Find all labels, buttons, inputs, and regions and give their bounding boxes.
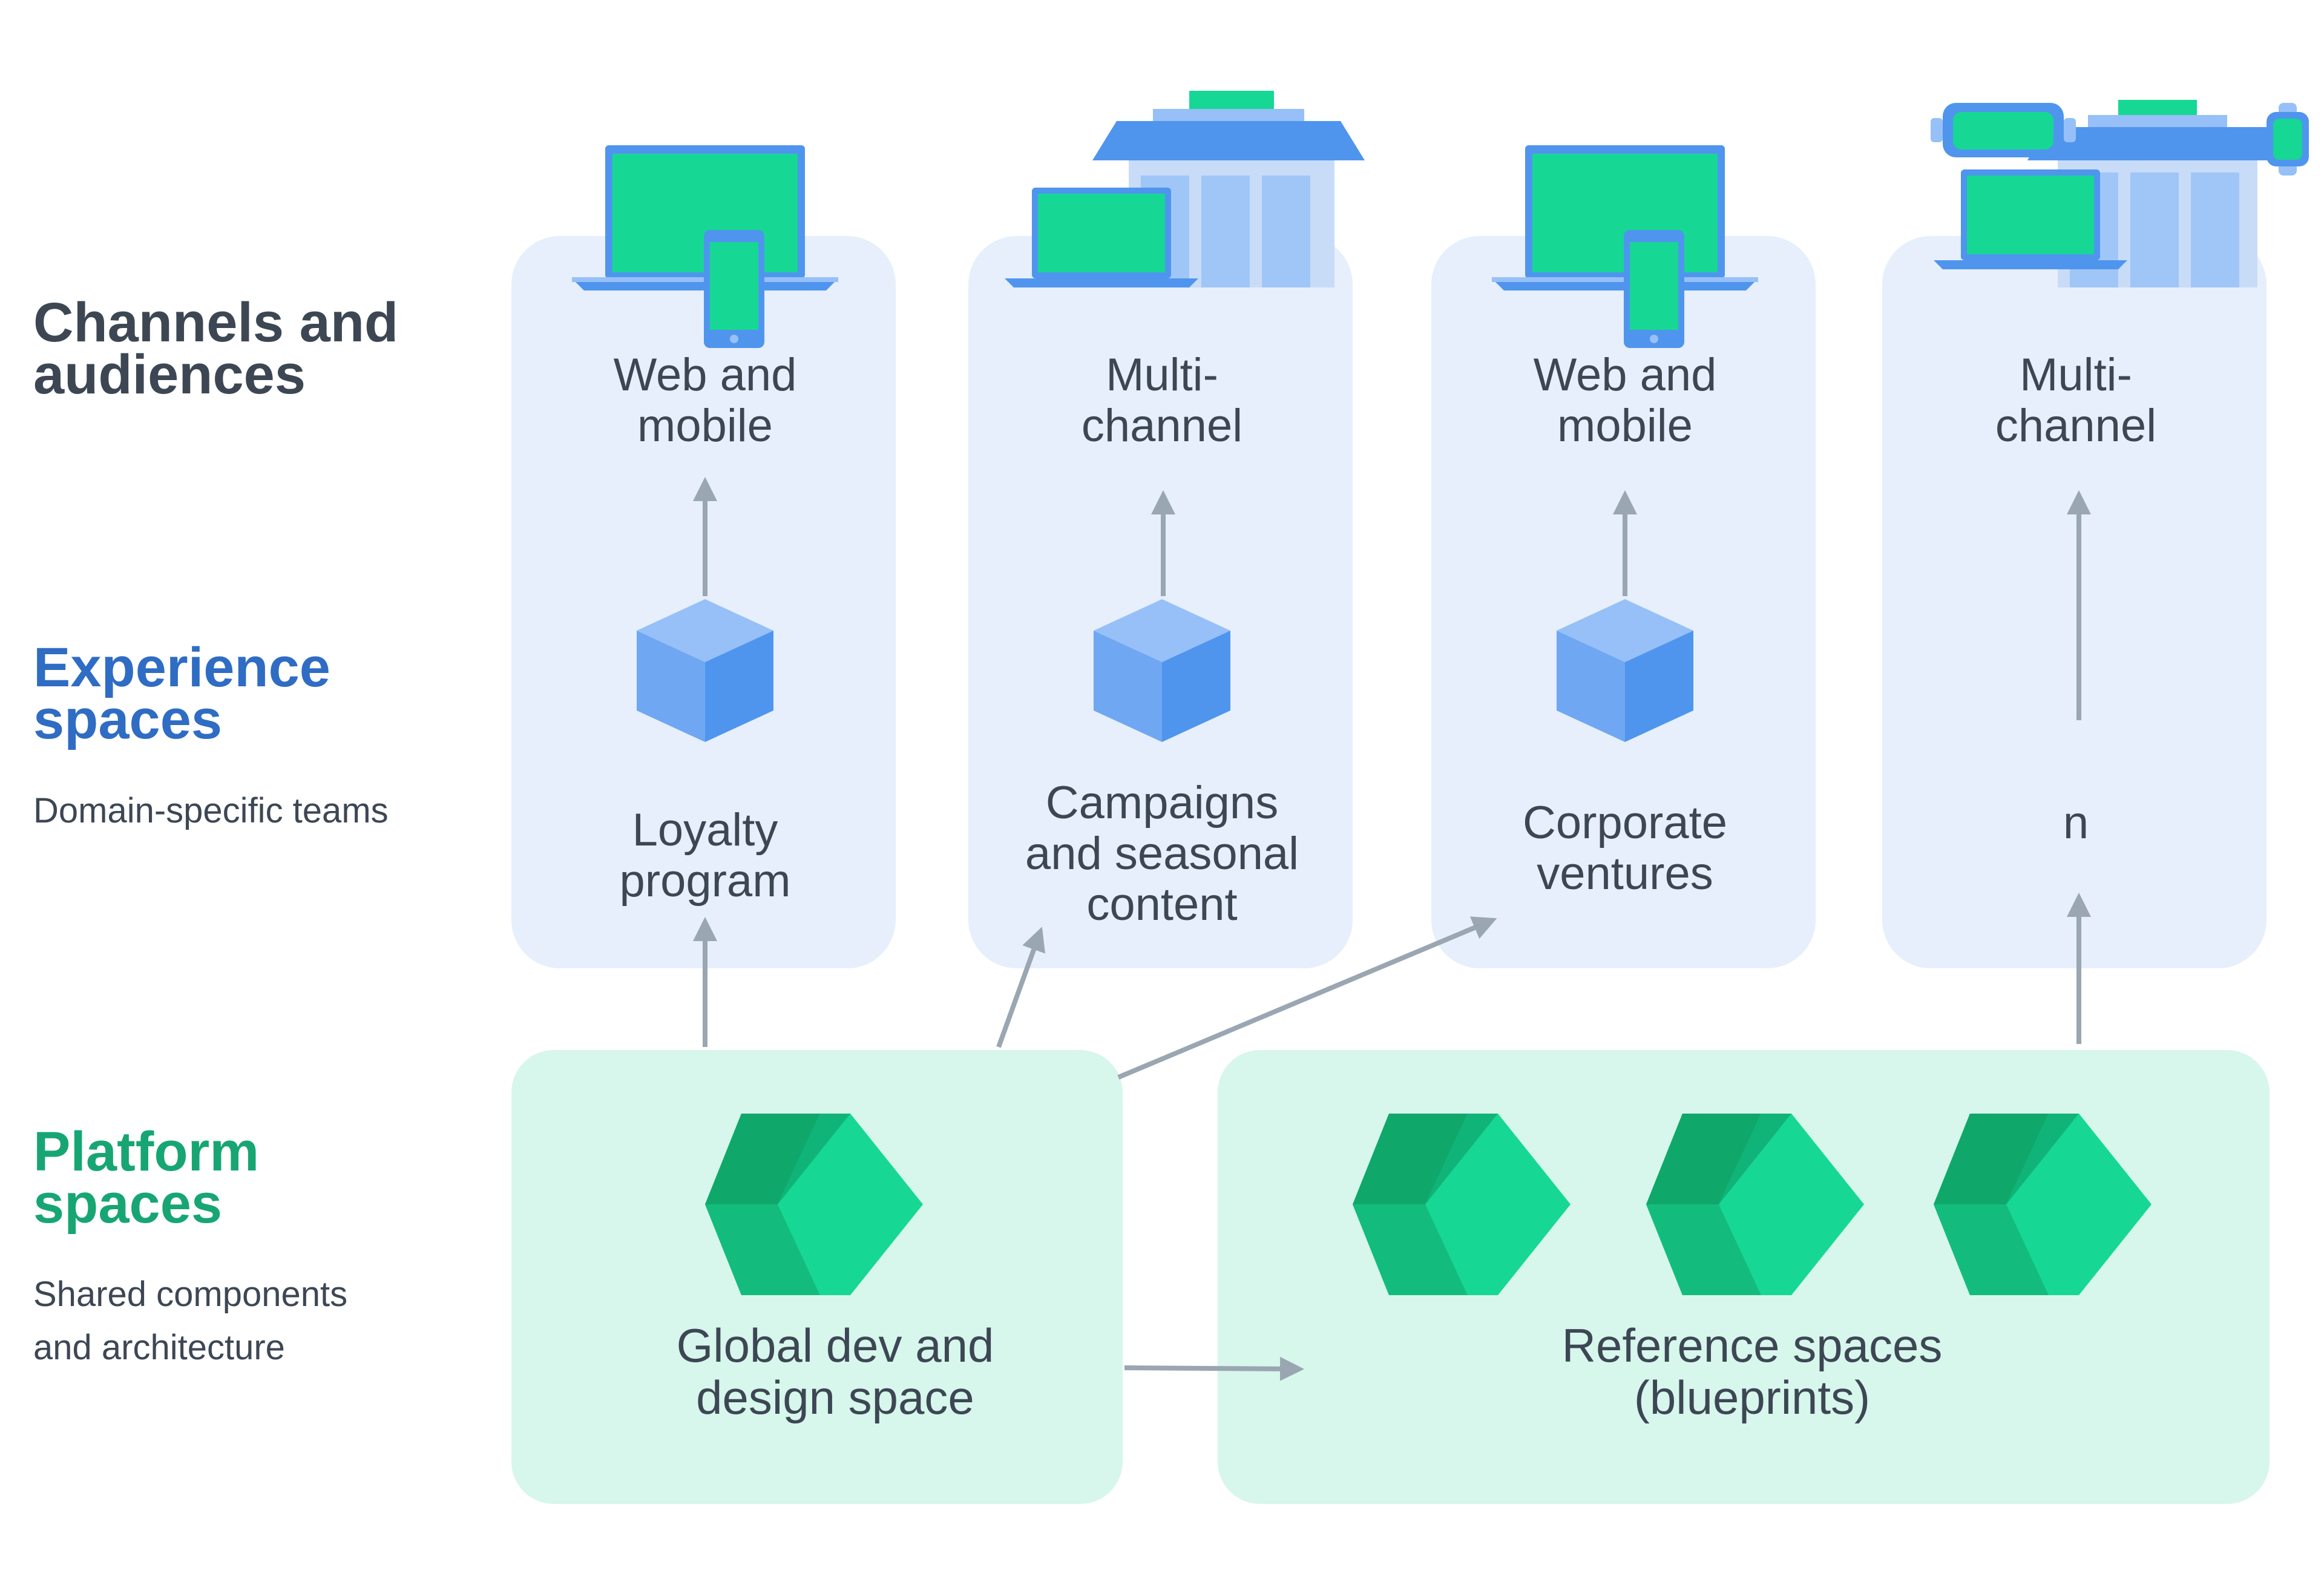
channel-label-2: Multi- channel (1081, 349, 1243, 451)
platform-heading: Platform spaces (33, 1121, 260, 1235)
channel-label-4: Multi- channel (1995, 349, 2157, 451)
channel-label-3: Web and mobile (1533, 349, 1717, 451)
experience-panel-4 (1882, 236, 2267, 968)
platform-subtitle: Shared components and architecture (33, 1275, 348, 1367)
laptop-store-icon (1005, 91, 1365, 287)
experience-label-2: Campaigns and seasonal content (1025, 777, 1299, 930)
experience-label-1: Loyalty program (619, 804, 791, 907)
arrow (996, 927, 1046, 1048)
arrow (1117, 916, 1497, 1080)
experience-subtitle: Domain-specific teams (33, 791, 389, 830)
vr-store-watch-laptop-icon (1931, 100, 2309, 287)
experience-label-4: n (2063, 797, 2089, 849)
arrow (1124, 1356, 1304, 1381)
channels-heading: Channels and audiences (33, 292, 399, 405)
experience-label-3: Corporate ventures (1523, 797, 1727, 899)
experience-heading: Experience spaces (33, 637, 330, 750)
global-space-label: Global dev and design space (676, 1319, 994, 1424)
channel-label-1: Web and mobile (613, 349, 797, 451)
reference-spaces-label: Reference spaces (blueprints) (1561, 1319, 1943, 1424)
